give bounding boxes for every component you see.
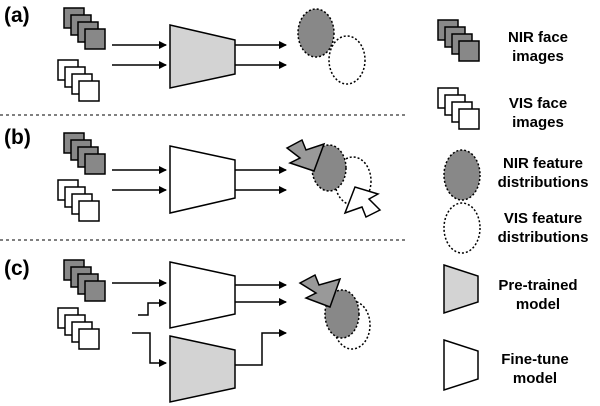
input-arrow — [132, 332, 167, 367]
nir-feature-distribution — [324, 289, 360, 339]
legend-nir-images-icon — [437, 19, 480, 62]
vis-image-stack — [57, 179, 100, 222]
nir-shift-arrow — [285, 138, 326, 172]
legend-nir-images-label: NIR face images — [507, 29, 569, 65]
panel-label-c: (c) — [4, 257, 30, 280]
legend-vis-feature-icon — [443, 202, 481, 254]
legend-vis-images-label: VIS face images — [508, 95, 568, 131]
legend-nir-feature-label: NIR feature distributions — [497, 155, 589, 191]
pretrained-model — [169, 335, 236, 403]
output-arrow — [235, 329, 287, 366]
legend-pretrained-label: Pre-trained model — [498, 277, 578, 313]
pretrained-model — [169, 24, 236, 89]
legend-finetune-label: Fine-tune model — [501, 351, 569, 387]
finetune-model — [169, 261, 236, 329]
nir-image-stack — [63, 259, 106, 302]
nir-image-stack — [63, 7, 106, 50]
finetune-model — [169, 145, 236, 214]
legend-finetune-icon — [443, 338, 479, 392]
legend-vis-images-icon — [437, 87, 480, 130]
nir-feature-distribution — [311, 144, 347, 192]
nir-image-stack — [63, 132, 106, 175]
panel-c — [57, 259, 371, 403]
legend-vis-feature-label: VIS feature distributions — [497, 210, 589, 246]
legend-nir-feature-icon — [443, 149, 481, 201]
nir-feature-distribution — [297, 8, 335, 58]
panel-b — [57, 132, 382, 222]
panel-label-b: (b) — [4, 126, 31, 149]
legend-pretrained-icon — [443, 263, 479, 315]
nir-shift-arrow — [298, 273, 342, 308]
panel-a — [57, 7, 366, 102]
legend — [437, 19, 481, 392]
input-arrow — [138, 299, 167, 316]
vis-shift-arrow — [343, 186, 382, 219]
vis-image-stack — [57, 59, 100, 102]
panel-label-a: (a) — [4, 4, 30, 27]
vis-image-stack — [57, 307, 100, 350]
vis-feature-distribution — [328, 35, 366, 85]
